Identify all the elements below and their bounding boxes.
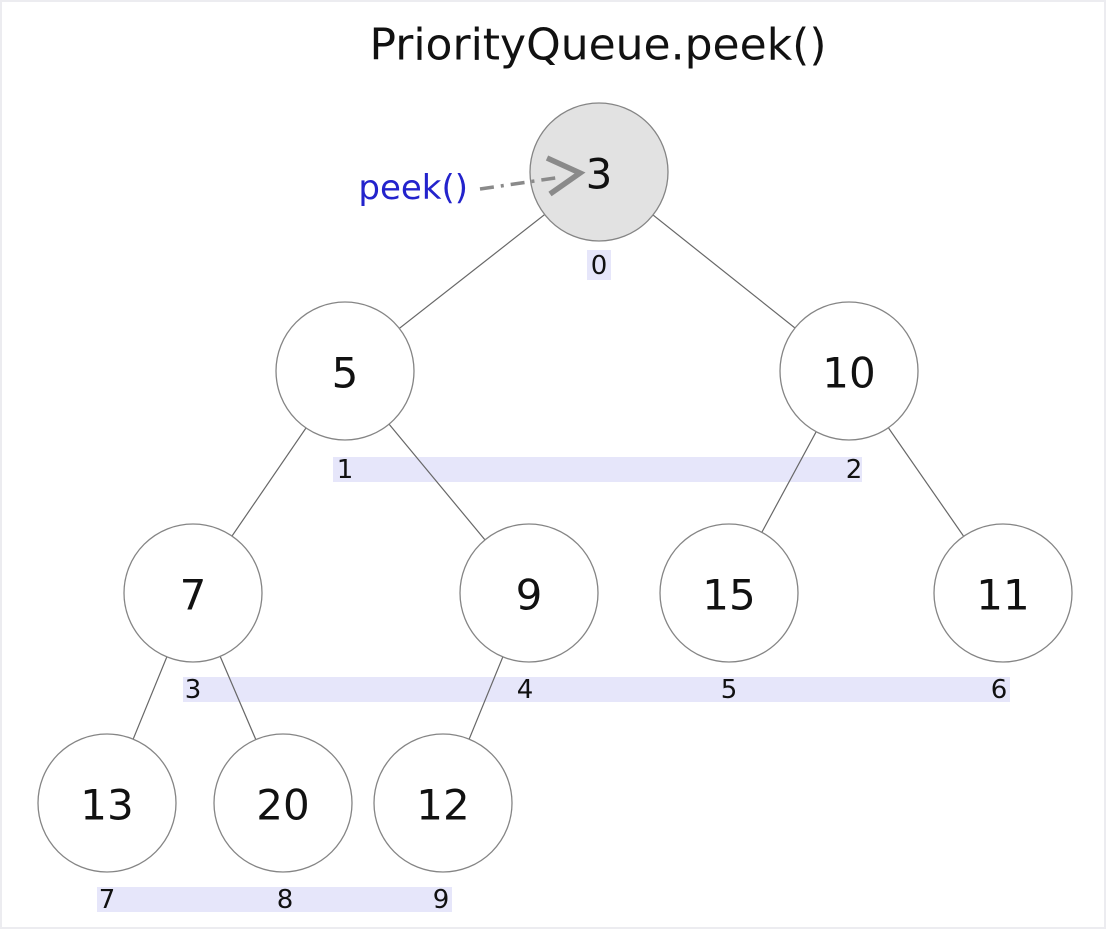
heap-index-label: 4	[517, 675, 534, 705]
heap-node-value: 10	[822, 349, 875, 398]
heap-node	[213, 733, 353, 873]
diagram-title: PriorityQueue.peek()	[369, 20, 826, 71]
tree-edges-layer	[106, 171, 1004, 804]
heap-node-value: 12	[416, 781, 469, 830]
heap-node	[37, 733, 177, 873]
peek-annotation-layer: peek()	[358, 155, 586, 208]
heap-node-value: 9	[516, 571, 543, 620]
heap-node	[659, 523, 799, 663]
index-band	[587, 250, 611, 280]
heap-node-root	[529, 102, 669, 242]
heap-node	[123, 523, 263, 663]
peek-arrow-shaft	[479, 175, 563, 191]
index-bands-layer	[97, 250, 1010, 912]
heap-node-value: 15	[702, 571, 755, 620]
heap-node	[275, 301, 415, 441]
heap-index-label: 6	[991, 675, 1008, 705]
heap-index-label: 3	[185, 675, 202, 705]
heap-index-label: 7	[99, 885, 116, 915]
index-band	[97, 887, 452, 912]
heap-node	[459, 523, 599, 663]
heap-node	[373, 733, 513, 873]
index-band	[183, 677, 1010, 702]
heap-node-value: 13	[80, 781, 133, 830]
heap-node-value: 7	[180, 571, 207, 620]
heap-index-label: 8	[277, 885, 294, 915]
heap-index-label: 9	[433, 885, 450, 915]
heap-index-label: 0	[591, 251, 608, 281]
heap-index-label: 2	[846, 455, 863, 485]
index-band	[333, 457, 862, 482]
peek-annotation-label: peek()	[358, 168, 468, 208]
heap-node-value: 20	[256, 781, 309, 830]
heap-node-value: 3	[586, 150, 613, 199]
heap-node	[779, 301, 919, 441]
heap-index-label: 5	[721, 675, 738, 705]
heap-node	[933, 523, 1073, 663]
heap-index-label: 1	[337, 455, 354, 485]
peek-arrowhead-icon	[545, 155, 586, 197]
heap-node-value: 11	[976, 571, 1029, 620]
heap-node-value: 5	[332, 349, 359, 398]
